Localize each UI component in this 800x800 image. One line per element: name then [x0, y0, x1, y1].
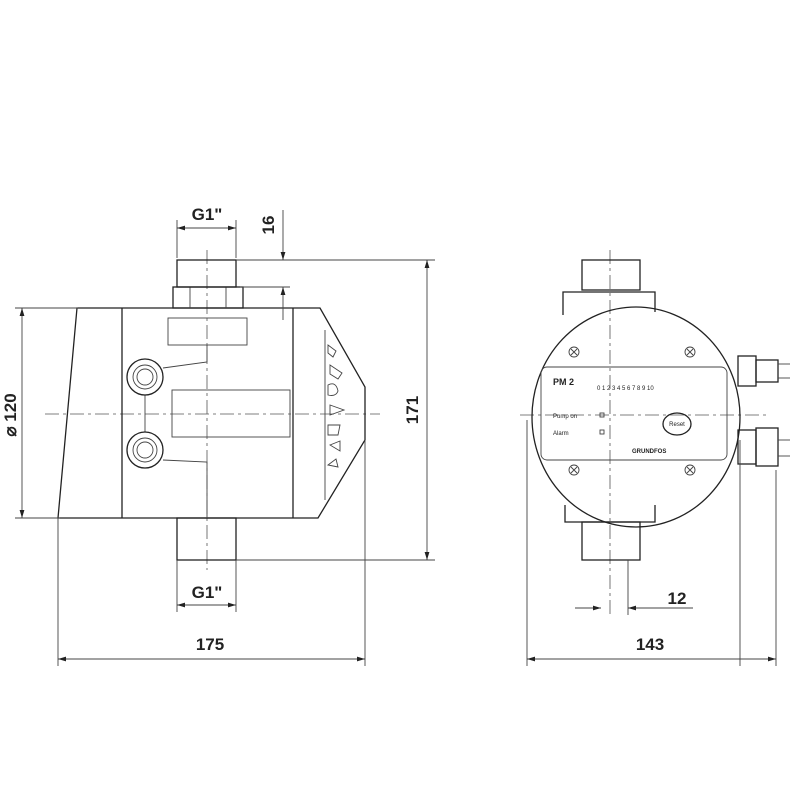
reset-button-label: Reset: [669, 422, 685, 428]
dim-width-label: 143: [636, 635, 664, 654]
side-view: [45, 250, 380, 570]
dim-length-label: 175: [196, 635, 224, 654]
inlet-pipe: [176, 259, 237, 288]
side-dimensions: G1" 16 171 ⌀ 120 G1" 175: [1, 205, 435, 666]
dim-offset-label: 12: [668, 589, 687, 608]
top-nut: [172, 286, 244, 309]
front-neck: [562, 291, 656, 315]
screw-icon: [684, 346, 696, 358]
dim-inlet-label: G1": [192, 205, 223, 224]
front-inlet-pipe: [581, 259, 641, 291]
pump-on-label: Pump on: [553, 414, 577, 420]
reset-button[interactable]: [662, 412, 692, 436]
pump-on-led: [599, 412, 605, 418]
cable-gland: [737, 427, 790, 467]
screw-icon: [684, 464, 696, 476]
control-panel: [540, 366, 728, 461]
dim-thread-label: 16: [259, 216, 278, 235]
side-body-outline: [57, 307, 366, 519]
dim-outlet-label: G1": [192, 583, 223, 602]
cable-port-icon: [126, 431, 164, 469]
front-dimensions: 12 143: [526, 420, 777, 666]
screw-icon: [568, 464, 580, 476]
cable-port-icon: [126, 358, 164, 396]
brand-logo: GRUNDFOS: [632, 449, 666, 455]
screw-icon: [568, 346, 580, 358]
dim-diameter-label: ⌀ 120: [1, 393, 20, 436]
alarm-label: Alarm: [553, 431, 569, 437]
front-outlet-pipe: [581, 521, 641, 561]
front-view: PM 2 0 1 2 3 4 5 6 7 8 9 10 Pump on Alar…: [520, 250, 790, 615]
vent-slots: [326, 344, 346, 468]
dim-height-label: 171: [403, 396, 422, 424]
front-housing: [531, 306, 741, 528]
alarm-led: [599, 429, 605, 435]
cable-gland: [737, 355, 790, 387]
model-label: PM 2: [553, 377, 574, 387]
pressure-scale: 0 1 2 3 4 5 6 7 8 9 10: [597, 386, 654, 392]
side-window: [171, 389, 291, 438]
outlet-pipe: [176, 517, 237, 561]
label-plate: [167, 317, 248, 346]
